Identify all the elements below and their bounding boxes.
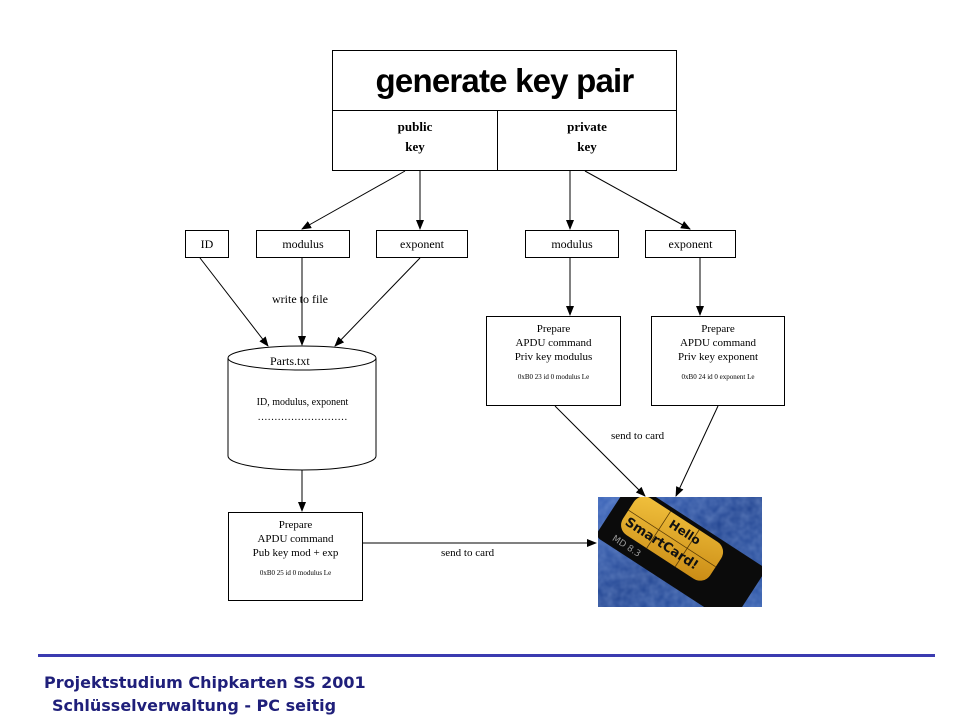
private-key-label-line2: key: [577, 139, 597, 154]
apdu-public-command: 0xB0 25 id 0 modulus Le: [259, 569, 332, 577]
public-key-label-line1: public: [397, 119, 433, 134]
apdu-private-exponent-command: 0xB0 24 id 0 exponent Le: [681, 373, 755, 381]
file-cylinder: [227, 345, 377, 471]
private-key-cell: private key: [498, 111, 676, 170]
apdu-public-line2: APDU command: [257, 533, 334, 545]
apdu-private-exponent-line1: Prepare: [701, 323, 735, 335]
smartcard-image: Hello SmartCard! MD 8.3: [598, 497, 762, 607]
generate-key-pair-box: generate key pair public key private key: [332, 50, 677, 171]
send-to-card-label-public: send to card: [441, 547, 495, 559]
field-id: ID: [185, 230, 229, 258]
field-private-exponent: exponent: [645, 230, 736, 258]
write-to-file-label: write to file: [272, 292, 328, 306]
send-to-card-label-private: send to card: [611, 430, 665, 442]
apdu-private-modulus-command: 0xB0 23 id 0 modulus Le: [517, 373, 590, 381]
arrow-id-to-file: [199, 257, 269, 347]
apdu-private-exponent-line2: APDU command: [679, 337, 757, 349]
key-pair-cells: public key private key: [333, 111, 676, 170]
apdu-private-modulus-line2: APDU command: [515, 337, 592, 349]
public-key-label-line2: key: [405, 139, 425, 154]
footer-topic: Schlüsselverwaltung - PC seitig: [52, 696, 337, 715]
private-key-label-line1: private: [567, 119, 607, 134]
generate-key-pair-title: generate key pair: [333, 51, 676, 111]
apdu-private-exponent-box: Prepare APDU command Priv key exponent 0…: [651, 316, 785, 406]
apdu-public-line3: Pub key mod + exp: [252, 547, 339, 559]
footer-course-title: Projektstudium Chipkarten SS 2001: [44, 673, 366, 692]
arrow-priv-modulus-apdu-to-card: [554, 405, 646, 497]
footer-rule: [38, 654, 935, 657]
field-public-modulus: modulus: [256, 230, 350, 258]
arrow-public-to-modulus: [301, 170, 406, 230]
apdu-private-modulus-box: Prepare APDU command Priv key modulus 0x…: [486, 316, 621, 406]
file-name: Parts.txt: [270, 354, 310, 368]
field-public-exponent: exponent: [376, 230, 468, 258]
file-content: ID, modulus, exponent: [256, 397, 349, 408]
arrow-private-to-exponent: [584, 170, 691, 230]
apdu-private-modulus-line1: Prepare: [536, 323, 571, 335]
apdu-private-modulus-line3: Priv key modulus: [514, 351, 593, 363]
apdu-public-box: Prepare APDU command Pub key mod + exp 0…: [228, 512, 363, 601]
file-continuation: ………………………: [257, 412, 348, 423]
apdu-public-line1: Prepare: [278, 519, 313, 531]
field-private-modulus: modulus: [525, 230, 619, 258]
arrow-exponent-to-file: [334, 257, 421, 347]
apdu-private-exponent-line3: Priv key exponent: [677, 351, 759, 363]
arrow-priv-exponent-apdu-to-card: [675, 405, 719, 497]
public-key-cell: public key: [333, 111, 498, 170]
